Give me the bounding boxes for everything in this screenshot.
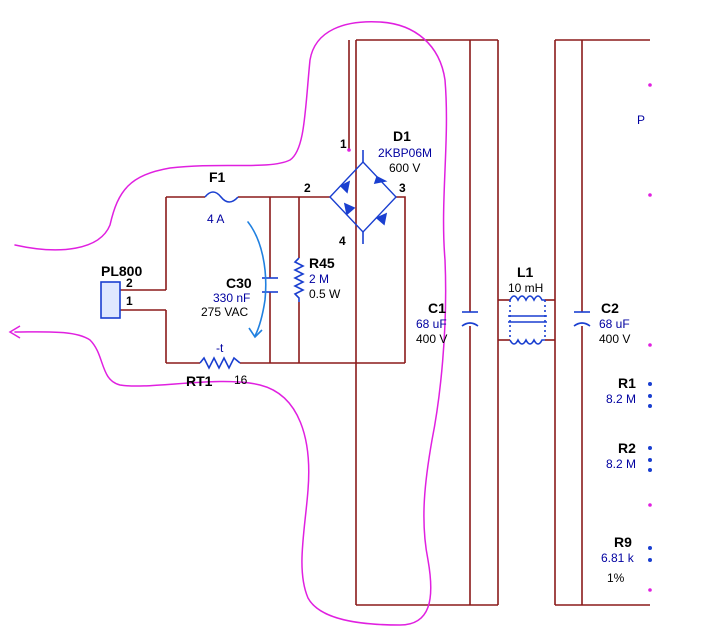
pl800-connector[interactable] bbox=[100, 281, 121, 319]
l1-inductor-symbol[interactable] bbox=[508, 295, 547, 345]
r2-ref: R2 bbox=[618, 440, 636, 456]
rt1-value: 16 bbox=[234, 373, 248, 387]
r1-value: 8.2 M bbox=[606, 392, 636, 406]
c2-capacitor-symbol[interactable] bbox=[573, 311, 591, 327]
r45-value: 2 M bbox=[309, 272, 329, 286]
c2-ref: C2 bbox=[601, 300, 619, 316]
r9-pin-dot bbox=[648, 558, 652, 562]
net-marker bbox=[347, 148, 351, 152]
r2-pin-dot bbox=[648, 468, 652, 472]
rt1-symbol: -t bbox=[216, 341, 224, 355]
d1-pin1-label: 1 bbox=[340, 137, 347, 151]
d1-pin4-label: 4 bbox=[339, 234, 346, 248]
wire-bridge-pin3 bbox=[396, 196, 406, 363]
net-marker bbox=[648, 343, 652, 347]
l1-value: 10 mH bbox=[508, 281, 543, 295]
pl800-pin1-label: 1 bbox=[126, 294, 133, 308]
c2-rating: 400 V bbox=[599, 332, 630, 346]
r2-value: 8.2 M bbox=[606, 457, 636, 471]
r9-tolerance: 1% bbox=[607, 571, 625, 585]
r1-pin-dot bbox=[648, 404, 652, 408]
r2-pin-dot bbox=[648, 446, 652, 450]
wires bbox=[120, 39, 650, 606]
annotation-arrowhead bbox=[8, 325, 21, 339]
r45-power: 0.5 W bbox=[309, 287, 341, 301]
r1-ref: R1 bbox=[618, 375, 636, 391]
right-edge-markers bbox=[648, 382, 652, 562]
c1-capacitor-symbol[interactable] bbox=[461, 311, 479, 327]
r9-pin-dot bbox=[648, 546, 652, 550]
cut-off-label: P bbox=[637, 113, 645, 127]
c30-value: 330 nF bbox=[213, 291, 250, 305]
r9-ref: R9 bbox=[614, 534, 632, 550]
pl800-pin2-label: 2 bbox=[126, 276, 133, 290]
d1-pin3-label: 3 bbox=[399, 181, 406, 195]
net-marker bbox=[648, 588, 652, 592]
rt1-thermistor-symbol[interactable] bbox=[199, 356, 241, 370]
r1-pin-dot bbox=[648, 382, 652, 386]
net-marker bbox=[648, 193, 652, 197]
pl800-ref: PL800 bbox=[101, 263, 142, 279]
d1-ref: D1 bbox=[393, 128, 411, 144]
c30-capacitor-symbol[interactable] bbox=[262, 277, 278, 293]
d1-pin2-label: 2 bbox=[304, 181, 311, 195]
r45-resistor-symbol[interactable] bbox=[293, 257, 305, 302]
net-marker bbox=[648, 83, 652, 87]
r2-pin-dot bbox=[648, 458, 652, 462]
c30-rating: 275 VAC bbox=[201, 305, 248, 319]
current-direction-arrow bbox=[247, 221, 267, 337]
rt1-ref: RT1 bbox=[186, 373, 213, 389]
d1-part: 2KBP06M bbox=[378, 146, 432, 160]
d1-bridge-rectifier[interactable] bbox=[329, 150, 397, 244]
c1-rating: 400 V bbox=[416, 332, 447, 346]
net-marker bbox=[648, 503, 652, 507]
r9-value: 6.81 k bbox=[601, 551, 635, 565]
current-arrowhead-icon bbox=[248, 327, 263, 339]
d1-rating: 600 V bbox=[389, 161, 420, 175]
components bbox=[100, 150, 591, 370]
f1-value: 4 A bbox=[207, 212, 224, 226]
net-markers bbox=[347, 83, 652, 592]
r45-ref: R45 bbox=[309, 255, 335, 271]
c30-ref: C30 bbox=[226, 275, 252, 291]
c2-value: 68 uF bbox=[599, 317, 630, 331]
f1-fuse-symbol[interactable] bbox=[204, 191, 239, 203]
c1-ref: C1 bbox=[428, 300, 446, 316]
f1-ref: F1 bbox=[209, 169, 226, 185]
r1-pin-dot bbox=[648, 394, 652, 398]
l1-ref: L1 bbox=[517, 264, 534, 280]
hand-drawn-current-loop bbox=[14, 21, 448, 626]
c1-value: 68 uF bbox=[416, 317, 447, 331]
